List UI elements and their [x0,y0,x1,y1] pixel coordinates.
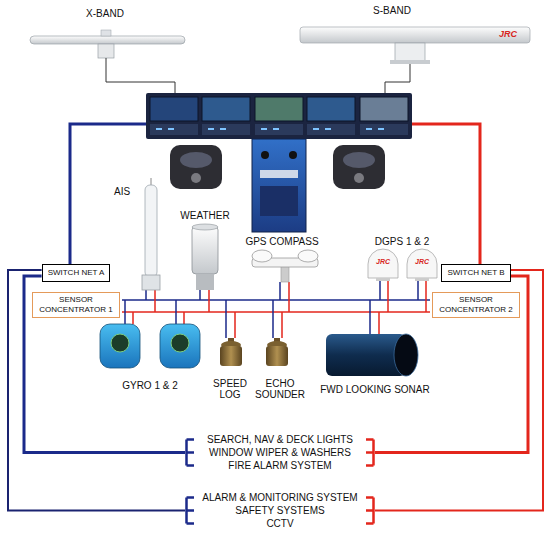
weather-cap [192,224,218,230]
equipment-label: DGPS 1 & 2 [375,236,429,248]
radar-pedestal [395,43,425,61]
equipment-label: GYRO 1 & 2 [122,380,178,392]
sensor-bus-a [122,299,430,301]
trackball-screen [180,152,212,168]
radar-pedestal [98,44,114,58]
network-cable-a [70,124,146,264]
panel-display [260,170,298,178]
console-frame [146,93,412,139]
gyro-display [171,334,189,352]
radar-base [390,60,430,64]
console-screen [307,97,355,121]
console-screen [202,97,250,121]
control-panel [252,139,306,232]
network-switch-box: SWITCH NET B [441,264,510,282]
trackball-screen [343,152,375,168]
brand-logo-text: JRC [499,29,517,39]
system-group: SEARCH, NAV & DECK LIGHTSWINDOW WIPER & … [185,432,375,473]
trackball-unit [170,145,222,189]
sonar-face [394,334,418,376]
equipment-label: GPS COMPASS [245,236,318,248]
sensor-concentrator-box: SENSOR CONCENTRATOR 1 [32,292,120,318]
network-cable [8,270,185,511]
ais-base [142,275,160,290]
network-switch-box: SWITCH NET A [42,264,111,282]
network-cable [375,276,528,453]
node-text: SENSOR CONCENTRATOR 1 [37,295,115,315]
node-text: SAFETY SYSTEMS [201,504,359,517]
radar-antenna [30,36,185,44]
bracket-right [366,498,374,524]
trackball [191,173,201,183]
console-screen [255,97,303,121]
node-text: ALARM & MONITORING SYSTEM [201,491,359,504]
console-buttons [156,128,384,130]
panel-knob [289,151,297,159]
node-text: SWITCH NET A [48,268,105,278]
brand-logo-text: JRC [415,258,429,266]
dgps-base [415,278,429,281]
equipment-label: ECHO SOUNDER [255,378,305,400]
gyro-unit [160,324,200,368]
node-text: SENSOR CONCENTRATOR 2 [437,295,515,315]
gps-antenna [298,250,318,262]
console-screen [360,97,408,121]
console-screen [150,97,198,121]
ais-antenna [145,185,157,277]
node-text: SEARCH, NAV & DECK LIGHTS [201,433,359,446]
node-text: FIRE ALARM SYSTEM [201,459,359,472]
equipment-label: S-BAND [373,5,411,17]
equipment-label: WEATHER [180,210,229,222]
bracket-right [366,440,374,466]
sensor-concentrator-box: SENSOR CONCENTRATOR 2 [432,292,520,318]
gps-antenna [252,250,272,262]
radar-cable [106,58,175,93]
bracket-left [187,440,195,466]
radar-cap [101,30,111,36]
dgps-base [376,278,390,281]
gyro-unit [100,324,140,368]
node-text: SWITCH NET B [447,268,504,278]
gyro-display [111,334,129,352]
gps-stand [281,265,289,282]
brand-logo-text: JRC [376,258,390,266]
sensor-bus-b [122,311,430,313]
trackball-unit [333,145,385,189]
dgps-dome [407,249,437,278]
system-group: ALARM & MONITORING SYSTEMSAFETY SYSTEMSC… [185,490,375,531]
speed-log-body [220,346,242,366]
weather-sensor [192,226,218,274]
ais-tip [151,178,152,185]
trackball [354,173,364,183]
bracket-left [187,498,195,524]
equipment-label: FWD LOOKING SONAR [320,384,429,396]
equipment-label: AIS [114,186,130,198]
equipment-label: SPEED LOG [213,378,247,400]
radar-cable [385,64,410,93]
equipment-label: X-BAND [86,8,124,20]
node-text: CCTV [201,517,359,530]
dgps-dome [368,249,398,278]
weather-base [196,274,214,290]
panel-knob [261,151,269,159]
panel-keys [260,186,298,216]
network-cable [24,276,185,453]
echo-sounder-body [266,346,288,366]
radar-antenna [300,27,530,43]
node-text: WINDOW WIPER & WASHERS [201,446,359,459]
